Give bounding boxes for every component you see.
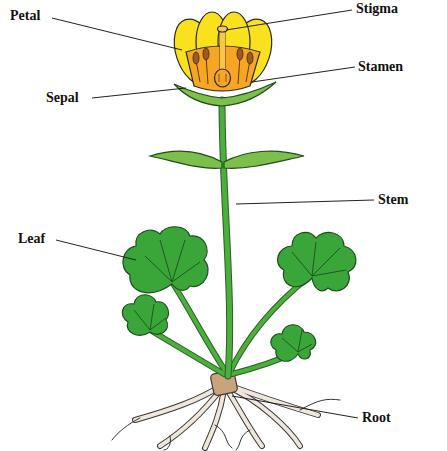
part-label: Stamen — [358, 59, 403, 75]
part-label: Stem — [378, 192, 408, 208]
flower — [166, 12, 279, 106]
leader-lines — [52, 10, 374, 418]
stem-outline — [222, 100, 230, 376]
leaves — [122, 227, 356, 362]
bract-left — [150, 151, 222, 168]
part-label: Petal — [10, 8, 40, 24]
part-label: Stigma — [356, 1, 398, 17]
part-label: Leaf — [18, 231, 45, 247]
part-label: Root — [362, 410, 391, 426]
bract-right — [224, 151, 304, 168]
stem — [222, 100, 230, 376]
part-label: Sepal — [46, 90, 79, 106]
root-system — [112, 385, 340, 450]
